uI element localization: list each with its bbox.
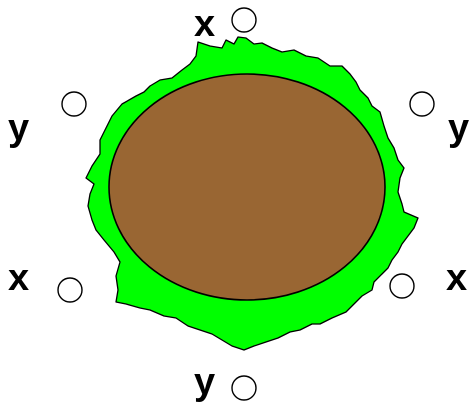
label-bottom: y bbox=[194, 361, 215, 403]
radio-lower-right-icon[interactable] bbox=[390, 274, 414, 298]
label-upper-right: y bbox=[448, 107, 469, 149]
radio-top-icon[interactable] bbox=[232, 8, 256, 32]
label-top: x bbox=[194, 3, 215, 45]
radio-lower-left-icon[interactable] bbox=[58, 278, 82, 302]
label-upper-left: y bbox=[8, 107, 29, 149]
label-lower-left: x bbox=[8, 257, 29, 299]
radio-bottom-icon[interactable] bbox=[232, 376, 256, 400]
radio-upper-right-icon[interactable] bbox=[410, 92, 434, 116]
radio-upper-left-icon[interactable] bbox=[62, 92, 86, 116]
brown-ellipse bbox=[109, 74, 385, 300]
label-lower-right: x bbox=[446, 257, 467, 299]
